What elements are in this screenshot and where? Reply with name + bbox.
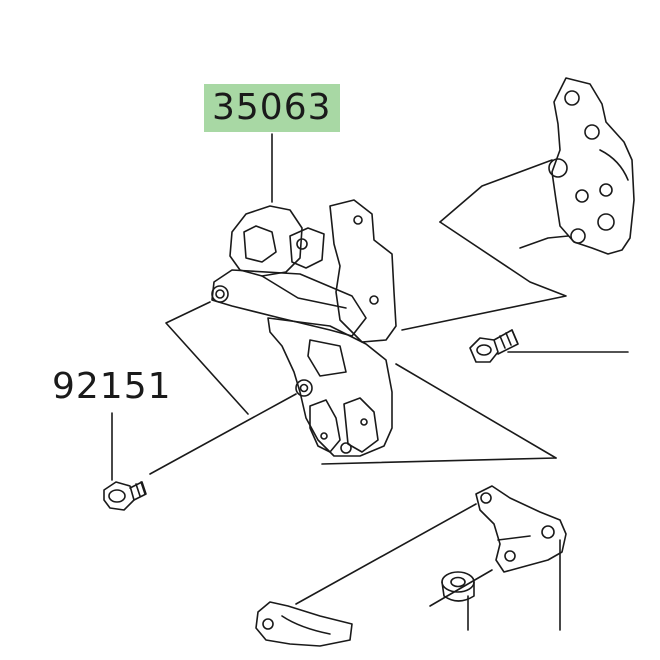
part-number-35063[interactable]: 35063 xyxy=(212,87,332,128)
lower-bracket-plate xyxy=(475,485,567,573)
part-number-92151[interactable]: 92151 xyxy=(52,366,172,407)
bracket-35063 xyxy=(211,199,397,457)
leader-lines xyxy=(111,133,629,631)
frame-plate xyxy=(548,77,635,255)
bolt-92151 xyxy=(103,481,147,511)
part-number-highlight xyxy=(204,84,340,132)
grommet xyxy=(441,571,475,602)
right-bolt xyxy=(469,329,519,363)
lower-frame-part xyxy=(255,601,353,647)
